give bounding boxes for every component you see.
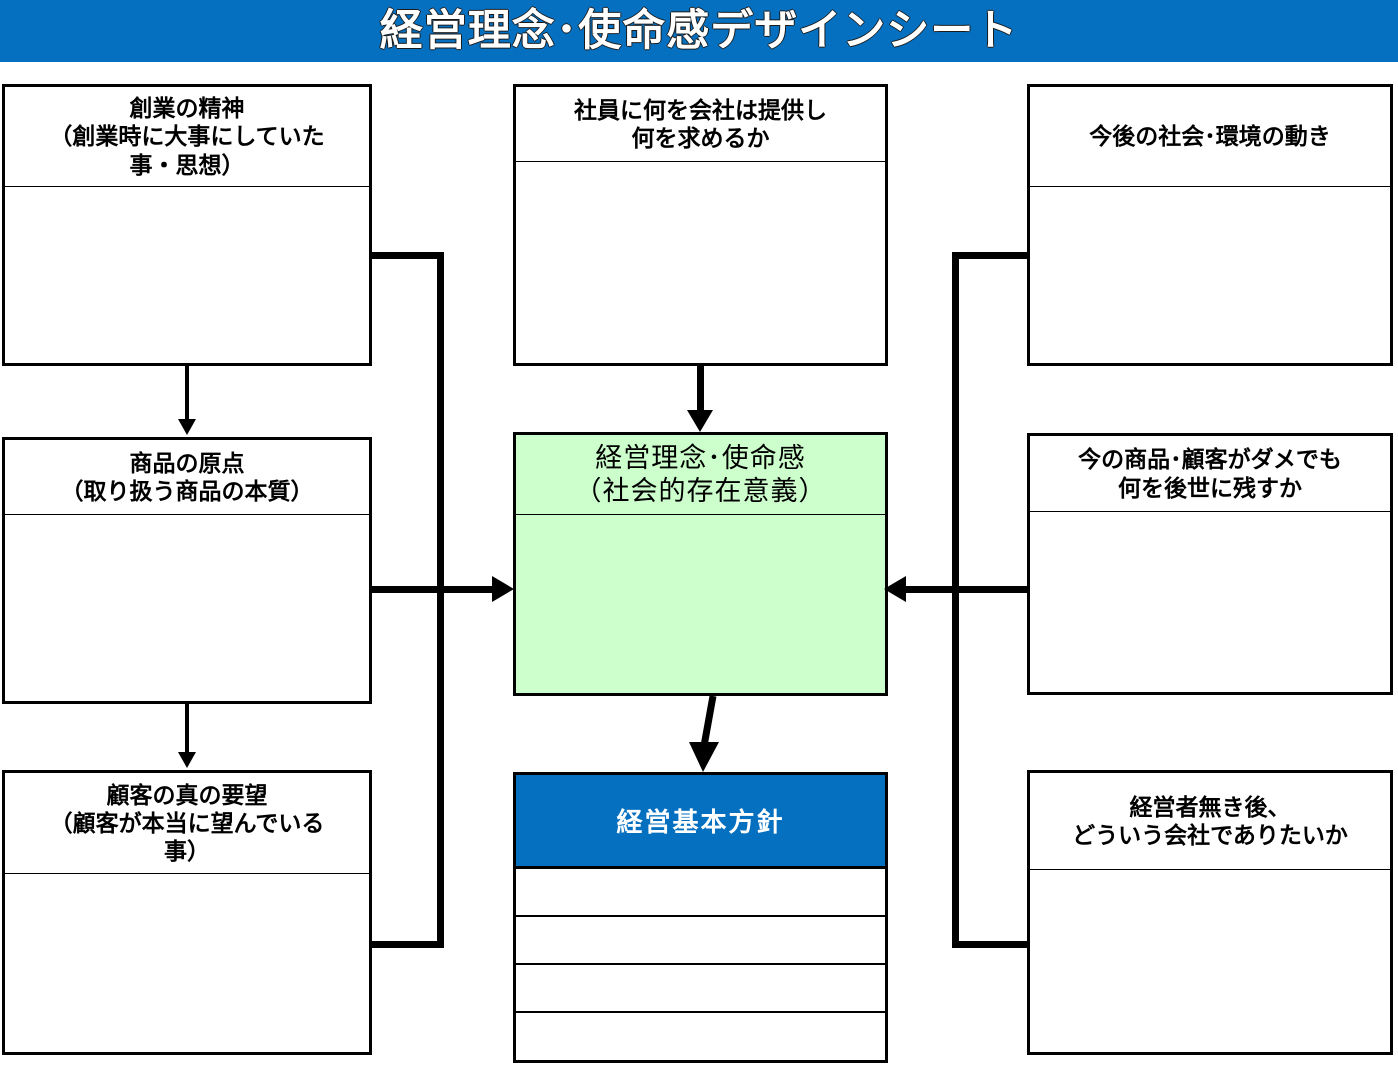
box-product-origin[interactable]: 商品の原点 （取り扱う商品の本質） [2,437,372,704]
connector-left-bus-to-core-line [371,586,504,593]
box-product-origin-heading: 商品の原点 （取り扱う商品の本質） [5,440,369,515]
box-basic-policy-heading: 経営基本方針 [516,775,885,869]
box-customer-true-needs[interactable]: 顧客の真の要望 （顧客が本当に望んでいる 事） [2,770,372,1055]
box-after-founder-body[interactable] [1030,870,1390,1052]
box-basic-policy[interactable]: 経営基本方針 [513,772,888,1063]
box-after-founder-heading: 経営者無き後、 どういう会社でありたいか [1030,773,1390,870]
box-future-society-heading: 今後の社会･環境の動き [1030,87,1390,187]
basic-policy-row-4[interactable] [516,1013,885,1060]
box-customer-true-needs-heading: 顧客の真の要望 （顧客が本当に望んでいる 事） [5,773,369,874]
page-title-banner: 経営理念･使命感デザインシート [0,0,1398,62]
box-product-origin-body[interactable] [5,515,369,701]
box-founding-spirit-body[interactable] [5,187,369,363]
basic-policy-row-2[interactable] [516,917,885,965]
box-management-philosophy-heading: 経営理念･使命感 （社会的存在意義） [516,435,885,515]
box-legacy-to-future[interactable]: 今の商品･顧客がダメでも 何を後世に残すか [1027,433,1393,695]
connector-core-to-policy-line [700,695,717,747]
box-founding-spirit-heading: 創業の精神 （創業時に大事にしていた 事・思想） [5,87,369,187]
connector-right-bus-to-core-line [906,586,1030,593]
connector-founding-to-product-line [185,366,189,421]
connector-founding-to-product-arrow [178,419,196,435]
box-after-founder[interactable]: 経営者無き後、 どういう会社でありたいか [1027,770,1393,1055]
box-future-society[interactable]: 今後の社会･環境の動き [1027,84,1393,366]
box-employee-offer-heading: 社員に何を会社は提供し 何を求めるか [516,87,885,162]
connector-left-bus-vertical [437,252,444,948]
connector-product-to-customer-line [185,704,189,754]
box-legacy-to-future-body[interactable] [1030,512,1390,692]
box-employee-offer[interactable]: 社員に何を会社は提供し 何を求めるか [513,84,888,366]
box-founding-spirit[interactable]: 創業の精神 （創業時に大事にしていた 事・思想） [2,84,372,366]
page-title: 経営理念･使命感デザインシート [379,6,1019,55]
connector-core-to-policy [689,695,719,772]
box-customer-true-needs-body[interactable] [5,874,369,1052]
connector-employee-to-core-arrow [687,410,713,432]
connector-right-bus-vertical [952,252,959,948]
box-management-philosophy-body[interactable] [516,515,885,693]
connector-right-bus-top-stub [952,252,1030,259]
connector-product-to-customer-arrow [178,752,196,768]
basic-policy-row-1[interactable] [516,869,885,917]
basic-policy-row-3[interactable] [516,965,885,1013]
connector-right-bus-to-core-arrow [884,576,906,602]
box-employee-offer-body[interactable] [516,162,885,363]
connector-left-bus-bottom-stub [371,941,444,948]
connector-employee-to-core-line [697,366,704,414]
connector-left-bus-top-stub [371,252,444,259]
connector-right-bus-bottom-stub [952,941,1030,948]
box-legacy-to-future-heading: 今の商品･顧客がダメでも 何を後世に残すか [1030,436,1390,512]
box-future-society-body[interactable] [1030,187,1390,363]
connector-left-bus-to-core-arrow [492,576,514,602]
box-management-philosophy[interactable]: 経営理念･使命感 （社会的存在意義） [513,432,888,696]
connector-core-to-policy-arrow [689,742,719,772]
